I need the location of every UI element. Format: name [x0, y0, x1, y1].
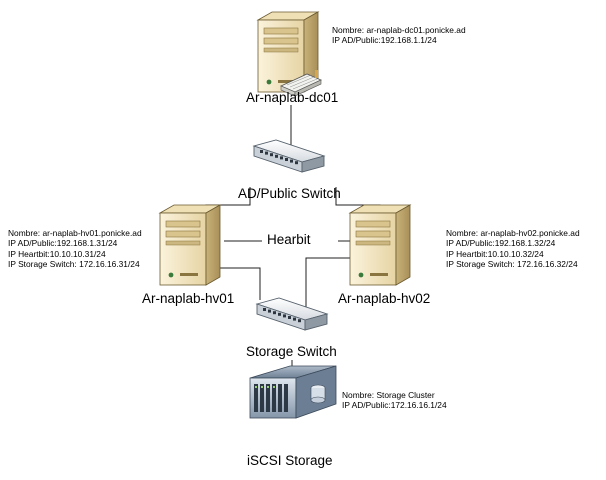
- node-label-hv02: Ar-naplab-hv02: [338, 291, 431, 306]
- info-line: IP AD/Public:172.16.16.1/24: [342, 400, 447, 411]
- switch-icon: [256, 297, 328, 331]
- heartbit-label: Hearbit: [265, 232, 313, 247]
- info-line: Nombre: ar-naplab-hv01.ponicke.ad: [8, 228, 142, 238]
- link-hv02-storageswitch: [305, 257, 350, 307]
- info-line: Nombre: ar-naplab-hv02.ponicke.ad: [446, 228, 580, 238]
- node-info-hv01: Nombre: ar-naplab-hv01.ponicke.ad IP AD/…: [8, 228, 142, 270]
- info-line: IP Heartbit:10.10.10.31/24: [8, 248, 106, 259]
- node-label-ad-switch: AD/Public Switch: [238, 186, 341, 201]
- info-line: IP AD/Public:192.168.1.31/24: [8, 238, 118, 249]
- switch-icon: [253, 139, 325, 173]
- info-line: Nombre: Storage Cluster: [342, 390, 435, 400]
- connections: [205, 105, 381, 372]
- link-hv01-storageswitch: [218, 267, 261, 300]
- info-line: IP AD/Public:192.168.1.32/24: [446, 238, 556, 249]
- info-line: IP Heartbit:10.10.10.32/24: [446, 248, 544, 259]
- info-line: IP Storage Switch: 172.16.16.31/24: [8, 259, 140, 270]
- node-label-iscsi: iSCSI Storage: [247, 453, 333, 468]
- server-icon: [159, 204, 221, 286]
- node-label-dc01: Ar-naplab-dc01: [246, 90, 339, 105]
- storage-array-icon: [249, 365, 337, 419]
- keyboard-icon: [280, 70, 322, 97]
- server-icon: [349, 204, 411, 286]
- info-line: Nombre: ar-naplab-dc01.ponicke.ad: [332, 25, 466, 35]
- node-info-hv02: Nombre: ar-naplab-hv02.ponicke.ad IP AD/…: [446, 228, 580, 270]
- node-label-storage-switch: Storage Switch: [246, 344, 337, 359]
- info-line: IP AD/Public:192.168.1.1/24: [332, 35, 437, 46]
- node-info-iscsi: Nombre: Storage Cluster IP AD/Public:172…: [342, 390, 447, 411]
- node-info-dc01: Nombre: ar-naplab-dc01.ponicke.ad IP AD/…: [332, 25, 466, 46]
- node-label-hv01: Ar-naplab-hv01: [142, 291, 235, 306]
- info-line: IP Storage Switch: 172.16.16.32/24: [446, 259, 578, 270]
